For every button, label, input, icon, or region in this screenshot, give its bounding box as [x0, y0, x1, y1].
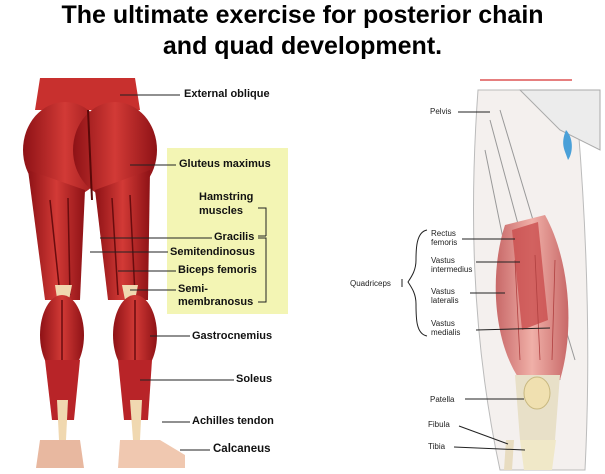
left-thigh: [28, 170, 85, 300]
label-quadriceps: Quadriceps: [350, 279, 391, 288]
pelvis-bone: [518, 89, 601, 151]
right-foot: [118, 440, 185, 468]
fibula-bone: [504, 440, 514, 470]
right-gluteus: [73, 102, 157, 198]
rectus-femoris-muscle: [512, 222, 548, 330]
label-vastus-lateralis-line-2: lateralis: [431, 296, 459, 305]
external-oblique-muscle: [35, 78, 140, 110]
label-patella: Patella: [430, 395, 455, 404]
label-fibula: Fibula: [428, 420, 450, 429]
label-achilles-tendon: Achilles tendon: [192, 415, 274, 427]
label-gracilis: Gracilis: [214, 231, 255, 243]
page-title: The ultimate exercise for posterior chai…: [0, 0, 605, 62]
label-semimembranosus-line-2: membranosus: [178, 296, 254, 308]
label-external-oblique: External oblique: [184, 88, 270, 100]
pelvis-marker-icon: [563, 130, 572, 160]
hamstring-highlight-box: [167, 148, 288, 314]
label-hamstring-line-2: muscles: [199, 205, 244, 217]
label-semimembranosus-line-1: Semi-: [178, 283, 208, 295]
label-vastus-medialis-line-1: Vastus: [431, 319, 455, 328]
left-lower-leg: [45, 360, 80, 420]
tibia-bone: [520, 440, 556, 470]
label-gluteus-maximus: Gluteus maximus: [179, 158, 271, 170]
label-vastus-lateralis-line-1: Vastus: [431, 287, 455, 296]
patella-bone: [523, 376, 551, 410]
left-foot: [36, 440, 84, 468]
title-line-2: and quad development.: [162, 32, 443, 60]
label-soleus: Soleus: [236, 373, 273, 385]
label-pelvis: Pelvis: [430, 107, 452, 116]
left-achilles: [57, 400, 68, 440]
right-thigh: [95, 170, 150, 300]
right-achilles: [130, 400, 142, 440]
title-line-1: The ultimate exercise for posterior chai…: [61, 1, 544, 29]
label-vastus-intermedius-line-1: Vastus: [431, 256, 455, 265]
label-semitendinosus: Semitendinosus: [170, 246, 255, 258]
label-rectus-line-2: femoris: [431, 238, 458, 247]
label-rectus-line-1: Rectus: [431, 229, 456, 238]
label-biceps-femoris: Biceps femoris: [178, 264, 257, 276]
label-hamstring-line-1: Hamstring: [199, 191, 254, 203]
label-vastus-intermedius-line-2: intermedius: [431, 265, 473, 274]
right-lower-leg: [118, 360, 152, 420]
label-gastrocnemius: Gastrocnemius: [192, 330, 273, 342]
label-calcaneus: Calcaneus: [213, 443, 271, 455]
label-vastus-medialis-line-2: medialis: [431, 328, 461, 337]
label-tibia: Tibia: [428, 442, 446, 451]
